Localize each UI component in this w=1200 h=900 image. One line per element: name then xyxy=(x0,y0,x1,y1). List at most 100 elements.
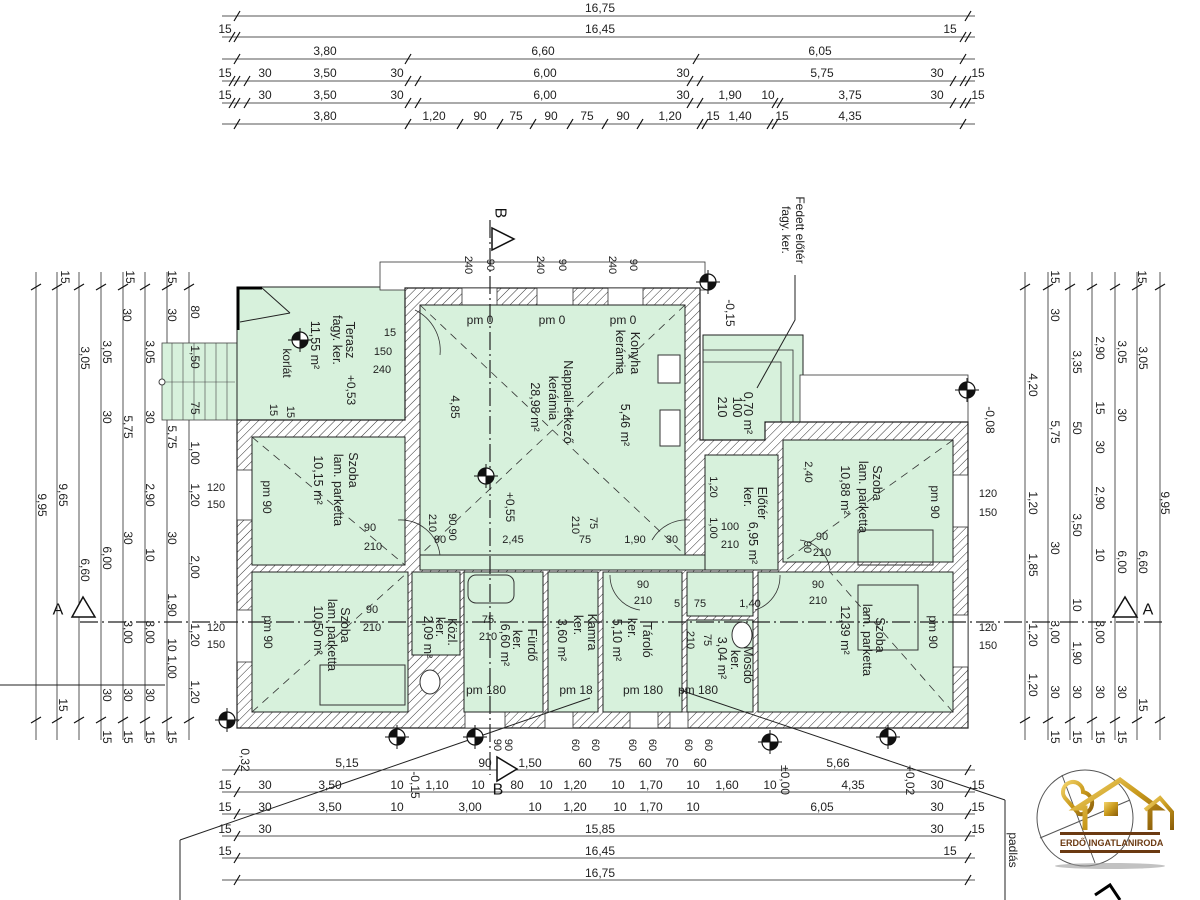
opening-label: 90 xyxy=(364,522,376,534)
dimension-label: 15 xyxy=(56,698,70,712)
dimension-label: 16,45 xyxy=(585,844,615,858)
level-label: -0,08 xyxy=(983,406,997,434)
opening-label: 210 xyxy=(721,539,739,551)
dimension-label: 15 xyxy=(121,730,135,744)
opening-label: 75 xyxy=(701,634,713,646)
floor-height-label: pm 90 xyxy=(261,615,275,649)
dimension-label: 3,05 xyxy=(1115,340,1129,364)
dimension-label: 0,32 xyxy=(238,748,252,772)
opening-label: 90 xyxy=(556,259,568,271)
dimension-label: 30 xyxy=(258,88,272,102)
dimension-label: 6,60 xyxy=(78,558,92,582)
room-label-szoba-3: 10,50 m² xyxy=(311,605,325,654)
dimension-label: 3,00 xyxy=(1093,620,1107,644)
opening-label: 90 xyxy=(434,534,446,546)
room-label-furdo: ker. xyxy=(510,630,524,650)
dimension-label: 90 xyxy=(544,109,558,123)
dimension-label: 5,75 xyxy=(810,66,834,80)
opening-label: 150 xyxy=(374,346,392,358)
level-markers xyxy=(215,270,979,754)
dimension-label: 15 xyxy=(100,730,114,744)
room-label-szoba-1: lam. parketta xyxy=(331,454,345,526)
opening-label: 90 xyxy=(801,541,813,553)
opening-label: 150 xyxy=(979,507,997,519)
room-label-szoba-1: Szoba xyxy=(346,452,360,487)
section-marker-b-top xyxy=(491,226,516,252)
dimension-label: 10 xyxy=(1070,598,1084,612)
dimension-label: 30 xyxy=(1048,308,1062,322)
dimension-label: +0,02 xyxy=(903,765,917,796)
logo-text: ERDŐ INGATLANIRODA xyxy=(1060,837,1164,848)
dimension-label: 15 xyxy=(706,109,720,123)
dimension-label: -0,15 xyxy=(408,771,422,799)
dimension-label: 16,75 xyxy=(585,866,615,880)
dimension-label: 1,70 xyxy=(639,800,663,814)
dimension-label: 6,00 xyxy=(533,66,557,80)
room-label-furdo: Fürdő xyxy=(525,629,539,662)
dimension-label: 15 xyxy=(1115,730,1129,744)
dimension-label: 15 xyxy=(218,822,232,836)
dimension-label: 30 xyxy=(676,66,690,80)
room-label-tarolo: 5,10 m² xyxy=(610,619,624,661)
railing-label: korlát xyxy=(280,348,294,378)
opening-label: 210 xyxy=(363,622,381,634)
dimension-label: 30 xyxy=(258,66,272,80)
room-label-eloter: Előtér xyxy=(755,487,769,520)
floor-height-label: pm 180 xyxy=(678,683,718,697)
covered-entry-label: Fedett előtér xyxy=(793,196,807,263)
opening-label: 240 xyxy=(373,364,391,376)
dimension-label: 2,00 xyxy=(188,555,202,579)
room-label-tarolo: ker. xyxy=(625,618,639,638)
level-label: +0,53 xyxy=(344,375,358,406)
opening-label: 210 xyxy=(634,595,652,607)
dimension-label: 15 xyxy=(165,730,179,744)
dimension-label: 3,80 xyxy=(313,109,337,123)
dimension-label: 6,00 xyxy=(100,546,114,570)
dimension-label: 2,90 xyxy=(143,483,157,507)
dimension-label: 15 xyxy=(971,88,985,102)
room-szoba-4 xyxy=(757,571,954,713)
dimension-label: 75 xyxy=(188,401,202,415)
opening-label: 90 xyxy=(627,259,639,271)
dimension-label: 15 xyxy=(58,270,72,284)
dimension-label: 30 xyxy=(121,688,135,702)
dimension-label: 15 xyxy=(1093,730,1107,744)
dimension-label: 15 xyxy=(218,66,232,80)
room-furdo xyxy=(463,571,544,713)
opening-label: 1,90 xyxy=(624,534,645,546)
dimension-label: 1,90 xyxy=(1070,641,1084,665)
dimension-label: 15 xyxy=(218,22,232,36)
room-label-eloter: 6,95 m² xyxy=(746,522,760,564)
floor-height-label: pm 0 xyxy=(610,313,637,327)
dimension-label: 30 xyxy=(143,688,157,702)
opening-label: 210 xyxy=(479,631,497,643)
dimension-label: 30 xyxy=(258,800,272,814)
room-mosdo xyxy=(686,619,754,713)
opening-label: 210 xyxy=(813,547,831,559)
dimension-label: 30 xyxy=(930,800,944,814)
opening-label: 60 xyxy=(682,739,694,751)
opening-label: 90 xyxy=(816,531,828,543)
room-label-nappali-etkezo: kerámia xyxy=(546,376,560,421)
dimension-label: 3,05 xyxy=(1136,346,1150,370)
opening-label: 210 xyxy=(426,514,438,532)
dimension-label: 1,90 xyxy=(718,88,742,102)
room-label-kamra: Kamra xyxy=(585,614,599,651)
dimension-label: 30 xyxy=(100,410,114,424)
opening-label: 60 xyxy=(589,739,601,751)
dimension-label: 30 xyxy=(100,688,114,702)
dimension-label: 15 xyxy=(775,109,789,123)
floor-height-label: pm 180 xyxy=(466,683,506,697)
dimension-label: 3,80 xyxy=(313,44,337,58)
room-label-kozl: Közl. xyxy=(445,618,459,646)
dimension-label: 15 xyxy=(971,822,985,836)
dimension-label: 10 xyxy=(539,778,553,792)
dimension-label: 6,60 xyxy=(531,44,555,58)
room-label-furdo: 6,60 m² xyxy=(498,624,512,666)
dimension-label: ±0,00 xyxy=(778,765,792,795)
dimension-lines xyxy=(30,10,1166,886)
dimension-label: 2,90 xyxy=(1093,486,1107,510)
floor-height-label: pm 90 xyxy=(926,615,940,649)
dimension-label: 3,00 xyxy=(1048,620,1062,644)
dimension-label: 1,20 xyxy=(422,109,446,123)
